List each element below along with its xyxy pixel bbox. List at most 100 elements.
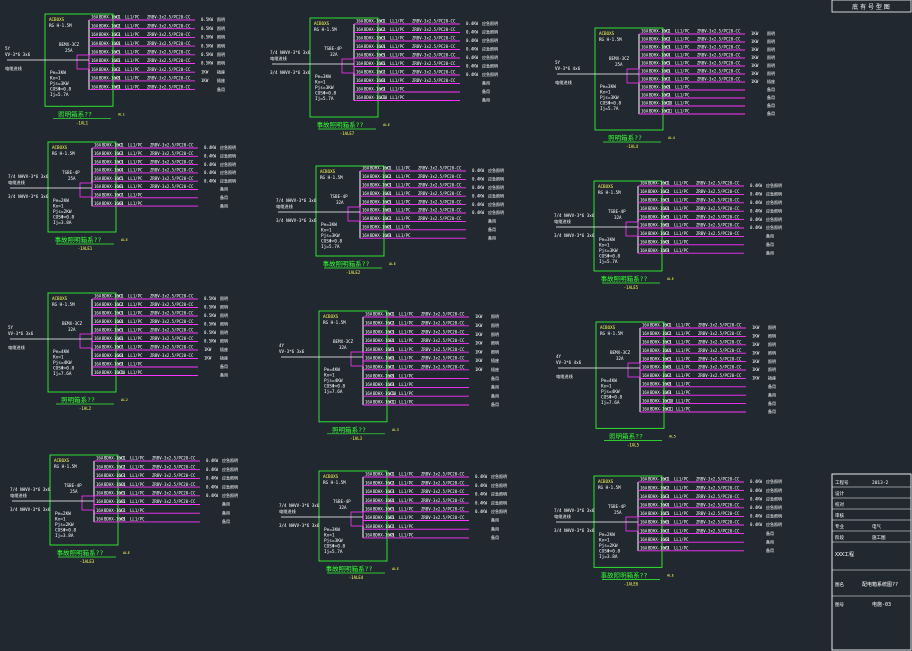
panel-header-type: ACBOXS bbox=[323, 314, 339, 319]
circuit-phase: LL1/PC bbox=[396, 191, 411, 196]
circuit-rating: 16A bbox=[356, 70, 364, 75]
circuit-number: n8 bbox=[118, 353, 123, 358]
circuit-number: n9 bbox=[115, 84, 120, 89]
circuit-load: 1KW bbox=[204, 356, 212, 361]
circuit-use: 备用 bbox=[220, 186, 228, 192]
circuit-number: n8 bbox=[389, 533, 394, 538]
circuit-phase: LL1/PC bbox=[125, 58, 140, 63]
circuit-rating: 16A bbox=[94, 319, 102, 324]
circuit-number: n7 bbox=[120, 508, 125, 513]
circuit-rating: 16A bbox=[94, 302, 102, 307]
circuit-rating: 16A bbox=[94, 184, 102, 189]
circuit-use: 照明 bbox=[220, 339, 228, 344]
circuit-number: n2 bbox=[665, 37, 670, 42]
circuit-breaker: BDHX-16C1 bbox=[104, 473, 126, 478]
main-switch-symbol bbox=[347, 206, 361, 222]
panel-header-height: RG H-1.5M bbox=[52, 151, 75, 156]
title-block-field-label: 专业 bbox=[835, 523, 844, 530]
circuit-breaker: BDHX-16C1 bbox=[648, 181, 670, 186]
circuit-use: 插座 bbox=[217, 68, 225, 74]
circuit-rating: 16A bbox=[640, 198, 648, 203]
circuit-rating: 16A bbox=[640, 214, 648, 219]
title-block-field-value: 电气 bbox=[872, 523, 881, 530]
circuit-rating: 16A bbox=[642, 382, 650, 387]
circuit-number: n3 bbox=[664, 494, 669, 499]
circuit-breaker: BDHX-16C1 bbox=[104, 456, 126, 461]
circuit-breaker: BDHX-16C1 bbox=[364, 70, 386, 75]
circuit-load: 0.4KW bbox=[472, 185, 485, 190]
circuit-use: 插座 bbox=[491, 366, 499, 372]
circuit-use: 应急照明 bbox=[766, 191, 782, 197]
circuit-breaker: BDHX-16C1 bbox=[373, 498, 395, 503]
circuit-use: 备用 bbox=[767, 94, 775, 100]
main-switch-model: TSBE-4P bbox=[333, 499, 351, 504]
circuit-cable: ZRBV-3x2.5/PC20-CC bbox=[698, 331, 742, 336]
load-calc-line: Kx=1 bbox=[53, 355, 64, 361]
circuit-cable: ZRBV-3x2.5/PC20-CC bbox=[421, 329, 465, 334]
circuit-breaker: BDHX-16C1 bbox=[102, 193, 124, 198]
circuit-rating: 16A bbox=[94, 159, 102, 164]
circuit-use: 备用 bbox=[220, 372, 228, 378]
circuit-number: n4 bbox=[115, 41, 120, 46]
circuit-phase: LL1/PC bbox=[675, 109, 690, 114]
circuit-phase: LL1/PC bbox=[128, 159, 143, 164]
circuit-phase: LL1/PC bbox=[674, 528, 689, 533]
circuit-load: 1KW bbox=[204, 347, 212, 352]
main-switch-rating: 25A bbox=[68, 176, 76, 181]
circuit-phase: LL1/PC bbox=[128, 193, 143, 198]
main-switch-rating: 32A bbox=[616, 356, 624, 361]
panel-title: 照明箱系?? bbox=[608, 133, 642, 142]
circuit-phase: LL1/PC bbox=[674, 520, 689, 525]
circuit-use: 应急照明 bbox=[482, 46, 498, 52]
circuit-use: 照明 bbox=[491, 341, 499, 346]
circuit-use: 备用 bbox=[766, 241, 774, 247]
circuit-breaker: BDHX-16C1 bbox=[650, 323, 672, 328]
circuit-rating: 16A bbox=[96, 464, 104, 469]
panel-tag: ALE bbox=[667, 572, 675, 577]
circuit-use: 插座 bbox=[220, 346, 228, 352]
circuit-breaker: BDHX-16C1 bbox=[648, 248, 670, 253]
circuit-breaker: BDHX-16C1 bbox=[649, 85, 671, 90]
circuit-phase: LL1/PC bbox=[676, 382, 691, 387]
circuit-load: 0.5KW bbox=[201, 52, 214, 57]
circuit-number: n11 bbox=[389, 400, 397, 405]
circuit-cable: ZRBV-3x2.5/PC20-CC bbox=[421, 321, 465, 326]
circuit-rating: 16A bbox=[365, 489, 373, 494]
panel-title: 照明箱系?? bbox=[609, 431, 643, 440]
panel-code: -1ALE2 bbox=[346, 270, 361, 275]
circuit-rating: 16A bbox=[365, 507, 373, 512]
circuit-phase: LL1/PC bbox=[675, 37, 690, 42]
circuit-load: 0.4KW bbox=[204, 178, 217, 183]
circuit-use: 插座 bbox=[491, 357, 499, 363]
circuit-phase: LL1/PC bbox=[128, 319, 143, 324]
panel-title: 事故照明箱系?? bbox=[326, 564, 373, 573]
load-calc-line: Pe=3KW bbox=[324, 527, 340, 533]
load-calc-line: Pjs=4KW bbox=[53, 360, 72, 366]
main-switch-symbol bbox=[79, 182, 93, 198]
circuit-load: 0.4KW bbox=[750, 514, 763, 519]
circuit-breaker: BDHX-16C1 bbox=[648, 537, 670, 542]
circuit-rating: 16A bbox=[356, 19, 364, 24]
circuit-breaker: BDHX-16C1 bbox=[648, 520, 670, 525]
circuit-breaker: BDHX-16C1 bbox=[649, 37, 671, 42]
circuit-cable: ZRBV-3x2.5/PC20-CC bbox=[696, 181, 740, 186]
circuit-number: n5 bbox=[664, 511, 669, 516]
circuit-breaker: BDHX-16C1 bbox=[650, 348, 672, 353]
circuit-phase: LL1/PC bbox=[399, 507, 414, 512]
circuit-cable: ZRBV-3x2.5/PC20-CC bbox=[150, 353, 194, 358]
circuit-phase: LL1/PC bbox=[674, 546, 689, 551]
circuit-breaker: BDHX-16C1 bbox=[373, 321, 395, 326]
